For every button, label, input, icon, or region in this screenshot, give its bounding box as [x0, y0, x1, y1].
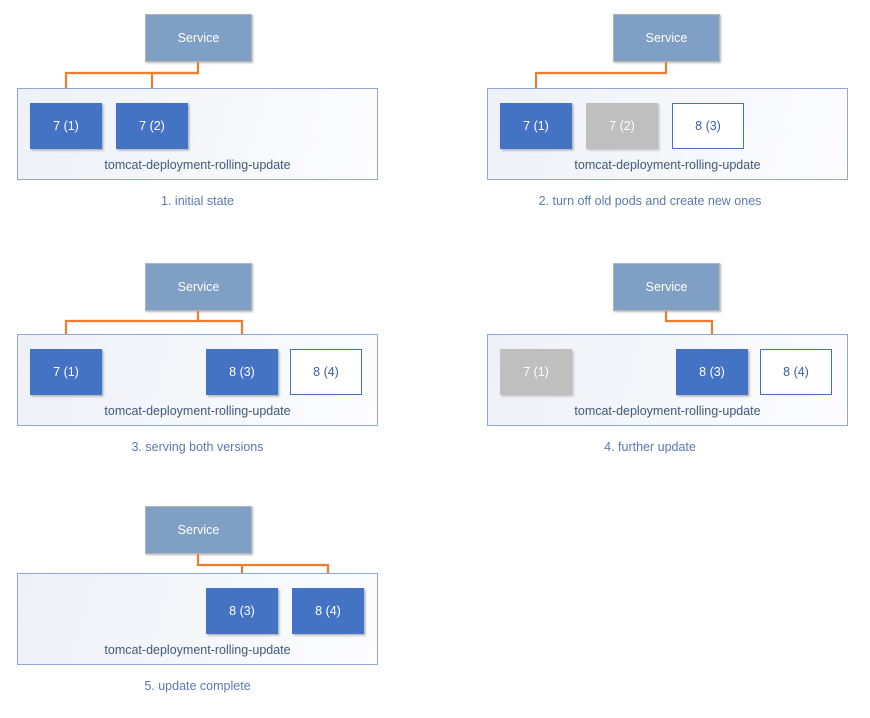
panel-update-complete: Service tomcat-deployment-rolling-update…: [0, 495, 435, 718]
deployment-name-label: tomcat-deployment-rolling-update: [574, 158, 761, 172]
deployment-name-label: tomcat-deployment-rolling-update: [104, 643, 291, 657]
deployment-name-label: tomcat-deployment-rolling-update: [104, 404, 291, 418]
pod-7-2[interactable]: 7 (2): [116, 103, 188, 149]
pod-7-2[interactable]: 7 (2): [586, 103, 658, 149]
pod-8-3[interactable]: 8 (3): [206, 349, 278, 395]
pod-8-4[interactable]: 8 (4): [290, 349, 362, 395]
service-box[interactable]: Service: [145, 506, 252, 554]
pod-7-1[interactable]: 7 (1): [500, 349, 572, 395]
pod-8-3[interactable]: 8 (3): [676, 349, 748, 395]
pod-8-3[interactable]: 8 (3): [672, 103, 744, 149]
deployment-name-label: tomcat-deployment-rolling-update: [574, 404, 761, 418]
pod-8-3[interactable]: 8 (3): [206, 588, 278, 634]
panel-caption: 2. turn off old pods and create new ones: [538, 194, 762, 208]
panel-further-update: Service tomcat-deployment-rolling-update…: [435, 250, 870, 475]
panel-caption: 5. update complete: [144, 679, 251, 693]
service-box[interactable]: Service: [145, 14, 252, 62]
pod-7-1[interactable]: 7 (1): [30, 349, 102, 395]
panel-initial-state: Service tomcat-deployment-rolling-update…: [0, 0, 435, 230]
service-box[interactable]: Service: [145, 263, 252, 311]
panel-caption: 1. initial state: [161, 194, 234, 208]
service-box[interactable]: Service: [613, 263, 720, 311]
deployment-name-label: tomcat-deployment-rolling-update: [104, 158, 291, 172]
pod-7-1[interactable]: 7 (1): [500, 103, 572, 149]
pod-7-1[interactable]: 7 (1): [30, 103, 102, 149]
pod-8-4[interactable]: 8 (4): [292, 588, 364, 634]
panel-serving-both-versions: Service tomcat-deployment-rolling-update…: [0, 250, 435, 475]
pod-8-4[interactable]: 8 (4): [760, 349, 832, 395]
panel-caption: 4. further update: [604, 440, 696, 454]
panel-turn-off-old-pods: Service tomcat-deployment-rolling-update…: [435, 0, 870, 230]
panel-caption: 3. serving both versions: [131, 440, 264, 454]
service-box[interactable]: Service: [613, 14, 720, 62]
